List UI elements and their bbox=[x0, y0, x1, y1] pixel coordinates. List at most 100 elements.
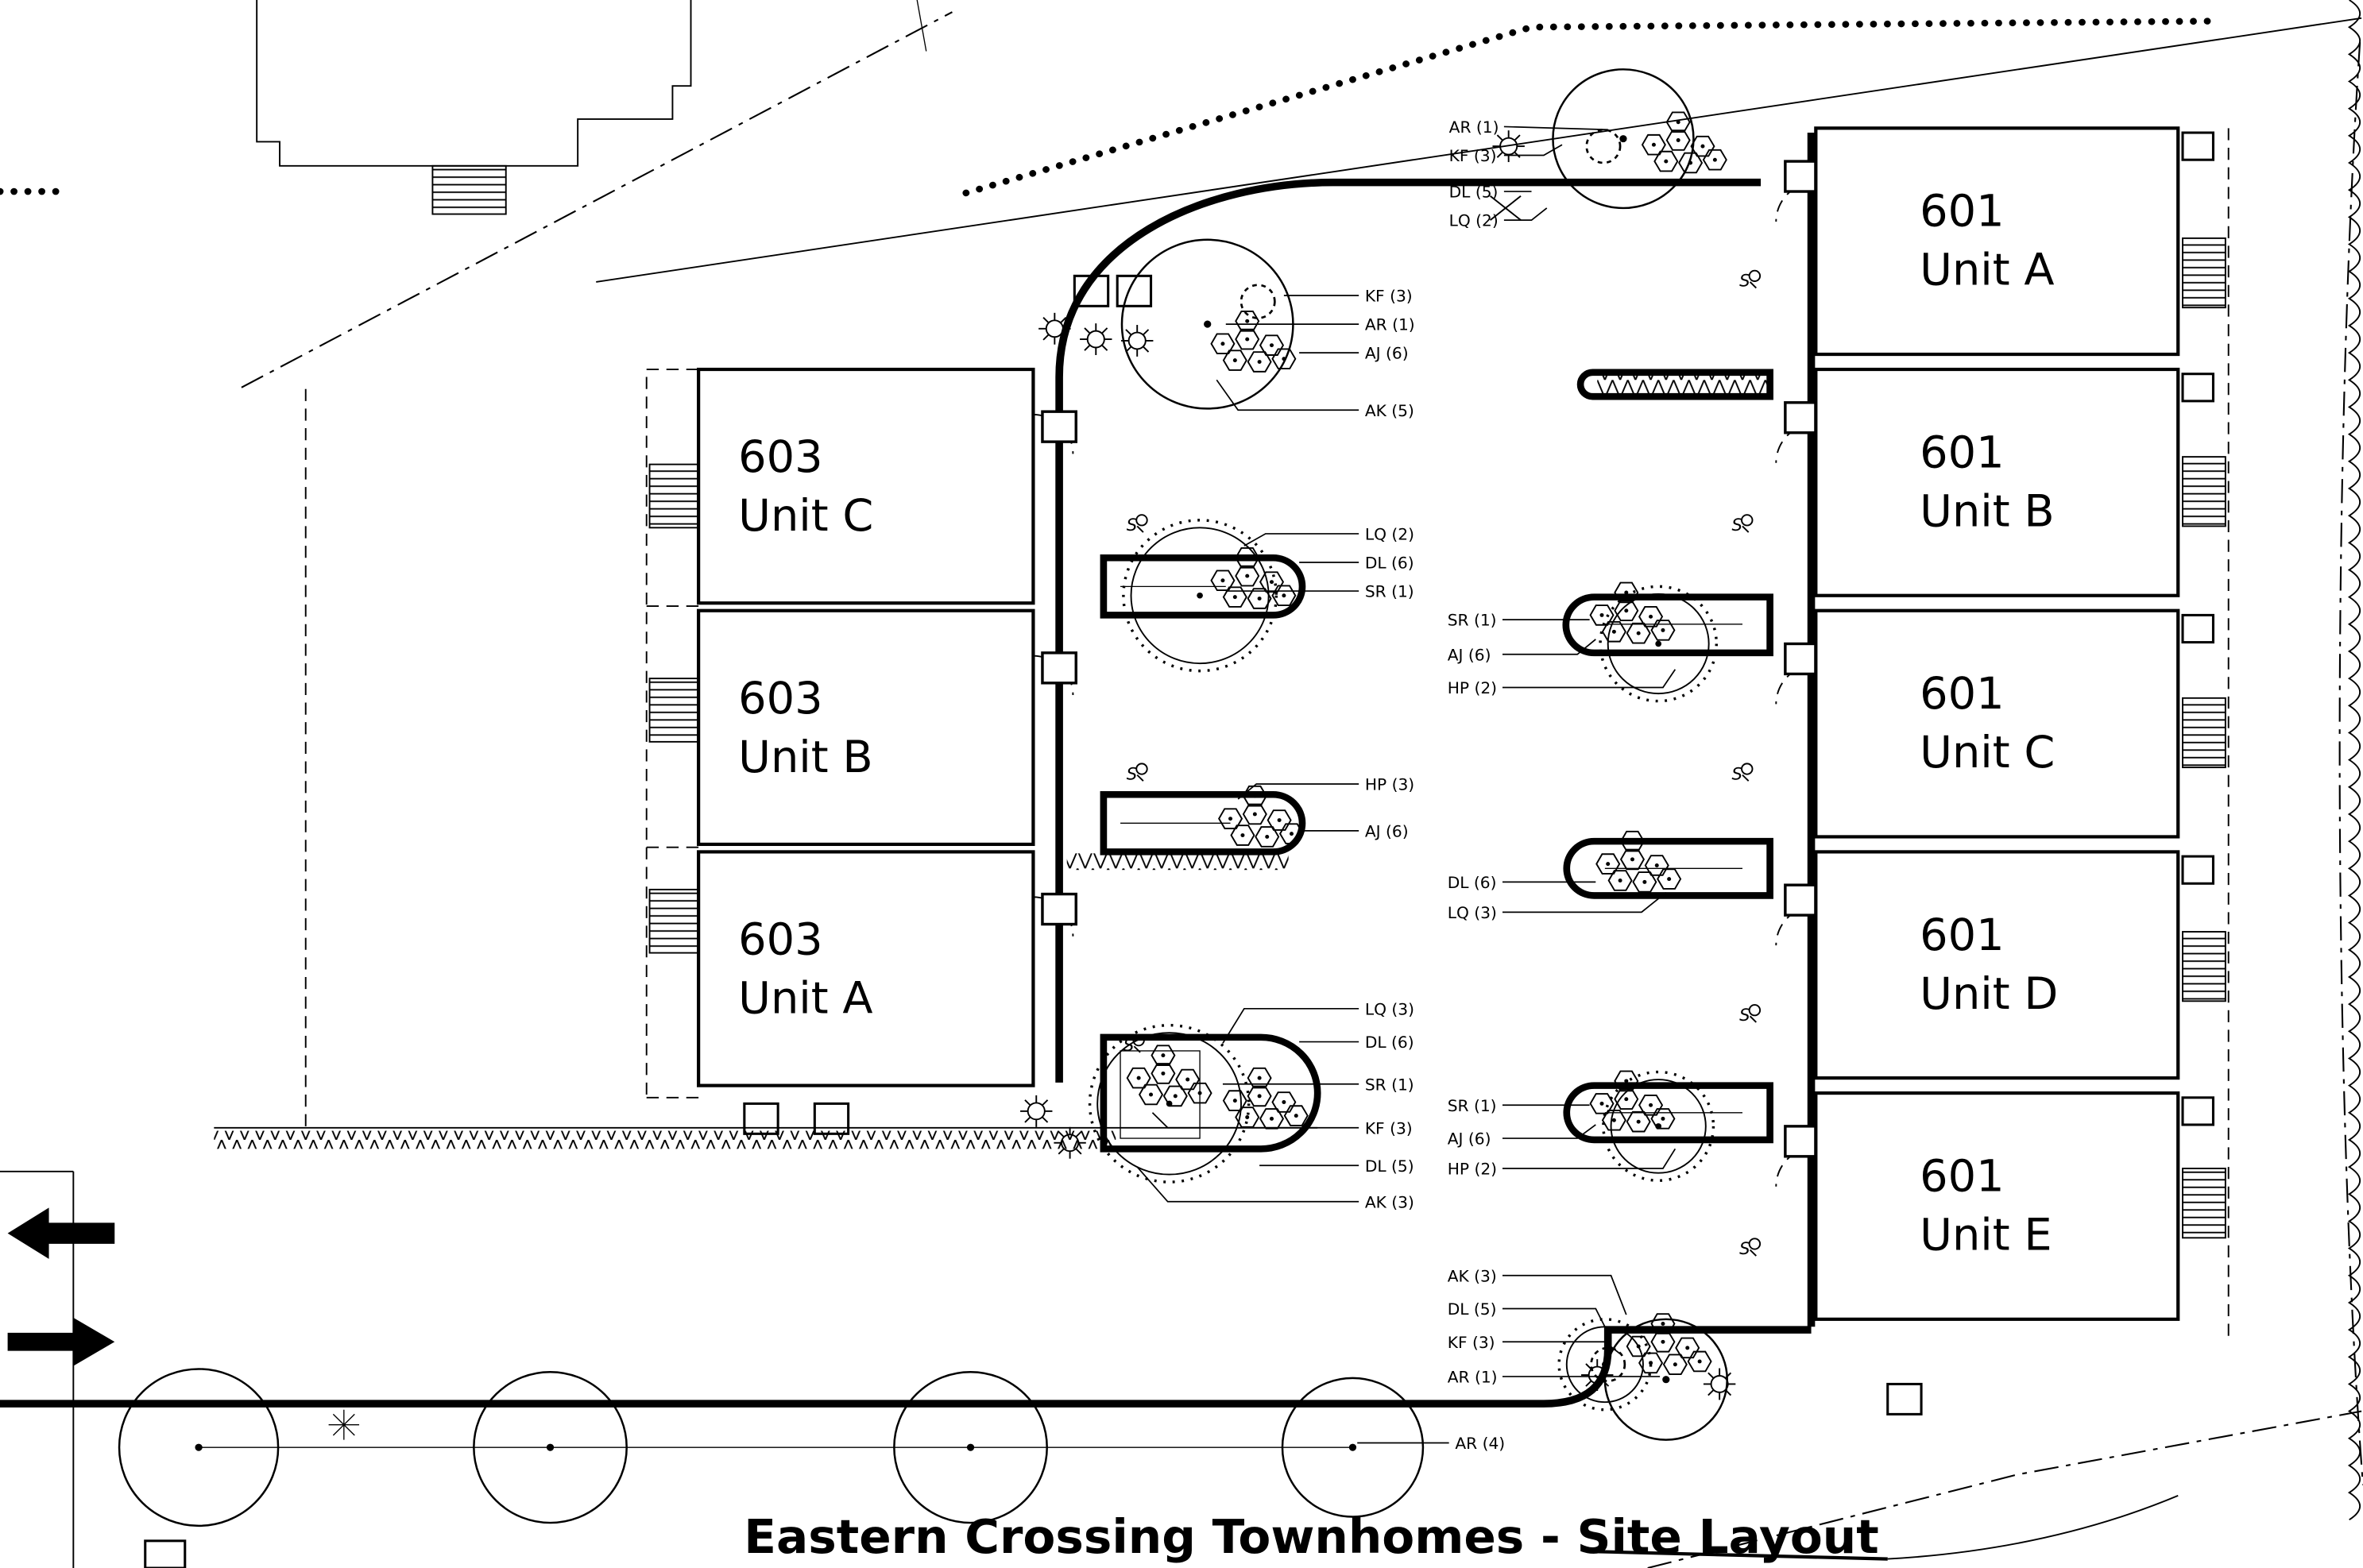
plant-callout-label: KF (3) bbox=[1365, 1118, 1413, 1137]
unit-label: Unit B bbox=[1920, 487, 2055, 538]
leader-line bbox=[1502, 1341, 1621, 1355]
leader-line bbox=[1237, 783, 1359, 800]
shrub-cluster-icon bbox=[1126, 1045, 1212, 1107]
downspout-label: S bbox=[1127, 515, 1137, 535]
plant-callout-label: AJ (6) bbox=[1448, 1130, 1491, 1149]
plant-callout: KF (3) bbox=[1283, 287, 1413, 306]
downspout-icon: S bbox=[1732, 763, 1754, 783]
unit-number: 603 bbox=[738, 674, 822, 724]
plant-callout: DL (5) bbox=[1449, 183, 1532, 202]
plant-callout-label: SR (1) bbox=[1365, 1075, 1414, 1094]
ornamental-tree-icon bbox=[1610, 1079, 1707, 1174]
plant-callout-label: DL (5) bbox=[1449, 183, 1499, 202]
sunburst-plant-icon bbox=[1492, 130, 1525, 163]
plant-callout-label: SR (1) bbox=[1448, 1096, 1497, 1115]
downspout-icon: S bbox=[1732, 514, 1754, 535]
plant-callout-label: AR (1) bbox=[1449, 118, 1499, 137]
unit-label: Unit E bbox=[1920, 1211, 2052, 1261]
sunburst-plant-icon bbox=[1020, 1095, 1053, 1127]
plant-callout: KF (3) bbox=[1151, 1112, 1413, 1137]
plant-callout-label: AJ (6) bbox=[1365, 344, 1409, 363]
traffic-arrow-right-icon bbox=[7, 1317, 115, 1366]
small-plant-icon bbox=[1590, 1346, 1626, 1382]
leader-line bbox=[1503, 144, 1563, 156]
plant-callout: AR (1) bbox=[1449, 118, 1608, 137]
shrub-cluster-icon bbox=[1210, 547, 1297, 609]
plant-callout-label: AR (1) bbox=[1365, 315, 1415, 334]
plant-callout-label: LQ (3) bbox=[1448, 903, 1497, 922]
plant-callout: DL (5) bbox=[1259, 1157, 1414, 1176]
leader-line bbox=[1136, 1166, 1359, 1203]
plant-callout: LQ (2) bbox=[1243, 525, 1414, 546]
wall-notches bbox=[1041, 160, 1818, 1158]
sunburst-plant-icon bbox=[1054, 1126, 1086, 1159]
plant-callout-label: KF (3) bbox=[1449, 146, 1497, 165]
sunburst-plant-icon bbox=[1080, 323, 1112, 355]
plant-callout-label: KF (3) bbox=[1365, 287, 1413, 306]
shrub-cluster-icon bbox=[1218, 785, 1305, 848]
plant-callout: HP (2) bbox=[1448, 1148, 1677, 1179]
leader-line bbox=[1502, 1307, 1612, 1339]
unit-label: Unit A bbox=[738, 974, 873, 1025]
shrub-clusters bbox=[1126, 111, 1727, 1376]
plant-callout-label: AK (5) bbox=[1365, 401, 1414, 420]
ornamental-plants bbox=[1020, 130, 1736, 1400]
plant-callout: DL (6) bbox=[1299, 1033, 1414, 1052]
planter-beds bbox=[214, 369, 1773, 1153]
plant-callout: AJ (6) bbox=[1299, 344, 1409, 363]
downspout-icon: S bbox=[1123, 1034, 1145, 1055]
plant-callout-label: DL (6) bbox=[1365, 554, 1414, 573]
downspout-icon: S bbox=[1739, 269, 1762, 291]
unit-number: 601 bbox=[1920, 910, 2004, 961]
plant-callout: KF (3) bbox=[1448, 1333, 1621, 1355]
plant-callout-label: DL (5) bbox=[1448, 1300, 1497, 1319]
unit-number: 601 bbox=[1920, 428, 2004, 479]
sunburst-plant-icon bbox=[1121, 325, 1154, 357]
plant-callout-label: HP (2) bbox=[1448, 678, 1497, 697]
leader-line bbox=[1216, 379, 1359, 411]
plant-callout: AJ (6) bbox=[1448, 1124, 1596, 1149]
plant-callout: AJ (6) bbox=[1448, 639, 1596, 664]
downspout-icon: S bbox=[1739, 1004, 1762, 1025]
unit-number: 603 bbox=[738, 915, 822, 966]
plant-callout-label: AJ (6) bbox=[1365, 822, 1409, 841]
plant-callout: LQ (3) bbox=[1222, 1000, 1414, 1044]
plant-callout: HP (2) bbox=[1448, 669, 1677, 697]
leader-line bbox=[1502, 1148, 1677, 1169]
leader-line bbox=[1502, 639, 1596, 655]
ornamental-tree-icon bbox=[1096, 1032, 1242, 1176]
downspout-icon: S bbox=[1127, 514, 1148, 535]
plant-callout-label: KF (3) bbox=[1448, 1333, 1495, 1352]
plant-callout-label: LQ (3) bbox=[1365, 1000, 1414, 1019]
plant-callout: LQ (2) bbox=[1449, 207, 1548, 230]
plant-callout-label: HP (3) bbox=[1365, 775, 1414, 794]
unit-number: 601 bbox=[1920, 1152, 2004, 1203]
plant-callout-label: AK (3) bbox=[1365, 1192, 1414, 1211]
unit-label: Unit C bbox=[738, 491, 873, 542]
small-plant-icon bbox=[1585, 128, 1622, 164]
unit-number: 601 bbox=[1920, 187, 2004, 238]
plan-title: Eastern Crossing Townhomes - Site Layout bbox=[744, 1509, 1878, 1564]
plant-callout: DL (5) bbox=[1448, 1300, 1612, 1339]
unit-label: Unit D bbox=[1920, 969, 2058, 1020]
traffic-arrow-left-icon bbox=[7, 1207, 115, 1259]
leader-line bbox=[1222, 1007, 1359, 1044]
plant-callout: HP (3) bbox=[1237, 775, 1414, 800]
plant-callout-label: AJ (6) bbox=[1448, 645, 1491, 664]
plant-callout-label: HP (2) bbox=[1448, 1160, 1497, 1179]
plant-callout-label: AR (1) bbox=[1448, 1368, 1498, 1387]
plant-callout: AK (5) bbox=[1216, 379, 1414, 420]
leader-line bbox=[1503, 207, 1548, 221]
shrub-cluster-icon bbox=[1641, 111, 1727, 174]
leader-line bbox=[1151, 1112, 1359, 1129]
shrub-cluster-icon bbox=[1589, 581, 1676, 644]
plant-callout-label: DL (6) bbox=[1448, 873, 1497, 892]
